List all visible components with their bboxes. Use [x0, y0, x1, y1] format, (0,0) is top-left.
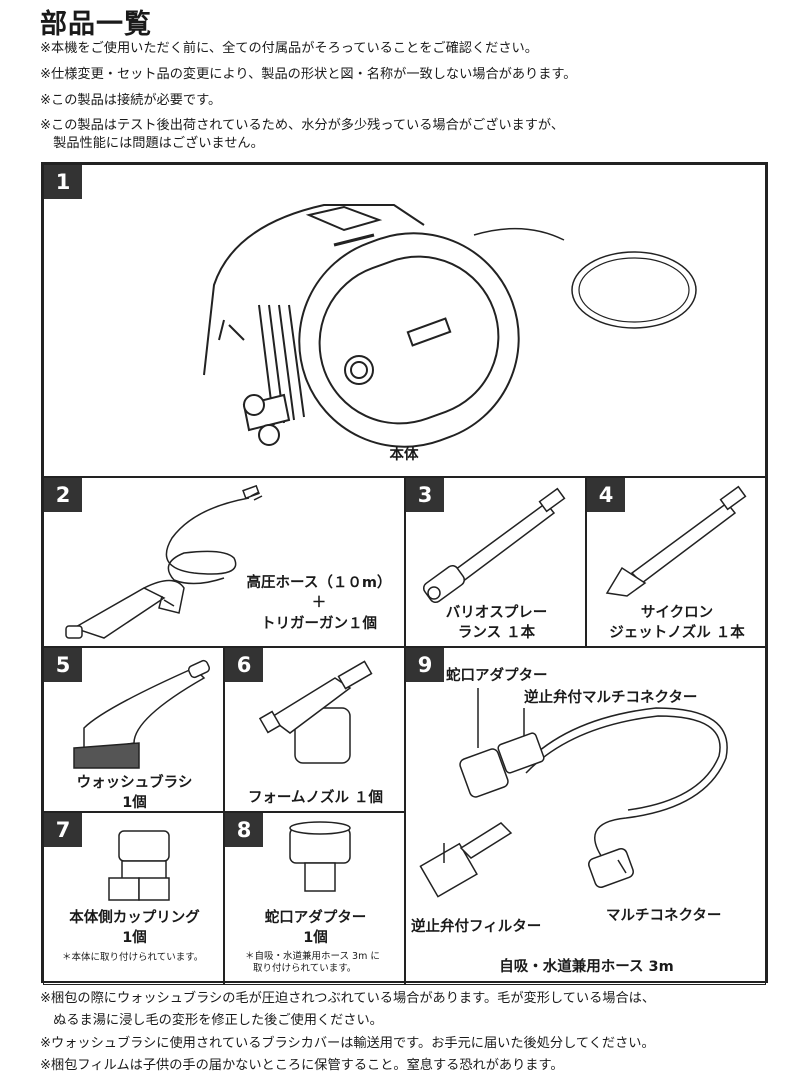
wash-brush-illustration	[73, 659, 211, 769]
foam-nozzle-illustration	[258, 660, 373, 764]
note-4: ※この製品はテスト後出荷されているため、水分が多少残っている場合がございますが、	[40, 118, 565, 133]
part-label-foam: フォームノズル １個	[247, 790, 384, 806]
part-number: 7	[44, 813, 82, 847]
part-cell-hose: 2 高圧ホース（１０m） ＋ トリガーガン１個	[43, 477, 405, 647]
page-title: 部品一覧	[40, 9, 152, 40]
part-number: 6	[225, 648, 263, 682]
part-number: 5	[44, 648, 82, 682]
footnote-3: ※ウォッシュブラシに使用されているブラシカバーは輸送用です。お手元に届いた後処分…	[40, 1036, 655, 1051]
part-label-brush-2: 1個	[122, 795, 147, 811]
part-number: 1	[44, 165, 82, 199]
suction-caption: 自吸・水道兼用ホース 3m	[499, 959, 674, 975]
faucet-adapter-illustration	[289, 821, 351, 892]
part-label-coupling-2: 1個	[122, 930, 147, 946]
part-label-hose-1: 高圧ホース（１０m）	[246, 575, 392, 591]
part-cell-coupling: 7 本体側カップリング 1個 ＊本体に取り付けられています。	[43, 812, 224, 985]
hose-trigger-gun-illustration	[65, 484, 263, 639]
part-cell-faucet: 8 蛇口アダプター 1個 ＊自吸・水道兼用ホース 3m に 取り付けられています…	[224, 812, 405, 985]
part-label-hose-2: ＋	[311, 595, 327, 611]
cyclone-nozzle-illustration	[605, 485, 747, 597]
part-cell-body: 1 本体	[43, 164, 766, 477]
part-number: 8	[225, 813, 263, 847]
part-cell-vario: 3 バリオスプレー ランス １本	[405, 477, 586, 647]
part-cell-suction: 9 蛇口アダプター 逆止弁付マルチコネクター 逆止弁付フィルター マルチコネクタ…	[405, 647, 766, 985]
part-label-cyclone-1: サイクロン	[640, 605, 714, 621]
note-2: ※仕様変更・セット品の変更により、製品の形状と図・名称が一致しない場合があります…	[40, 67, 577, 82]
part-number: 4	[587, 478, 625, 512]
footnote-2: ぬるま湯に浸し毛の変形を修正した後ご使用ください。	[40, 1013, 383, 1028]
faucet-note-2: 取り付けられています。	[253, 963, 357, 974]
coupling-illustration	[108, 830, 170, 901]
vario-lance-illustration	[422, 487, 566, 604]
parts-grid: 1 本体 2	[41, 162, 768, 985]
note-3: ※この製品は接続が必要です。	[40, 93, 222, 108]
part-label-body: 本体	[389, 447, 419, 463]
suction-hose-illustration	[419, 688, 728, 898]
part-cell-cyclone: 4 サイクロン ジェットノズル １本	[586, 477, 766, 647]
part-label-faucet-1: 蛇口アダプター	[264, 910, 367, 926]
footnote-4: ※梱包フィルムは子供の手の届かないところに保管すること。窒息する恐れがあります。	[40, 1058, 564, 1073]
part-label-vario-1: バリオスプレー	[445, 605, 548, 621]
part-label-brush-1: ウォッシュブラシ	[76, 775, 193, 791]
coupling-note: ＊本体に取り付けられています。	[62, 952, 204, 963]
suction-label-multi: マルチコネクター	[606, 908, 722, 924]
suction-label-faucet: 蛇口アダプター	[446, 668, 548, 684]
suction-label-filter: 逆止弁付フィルター	[411, 919, 542, 935]
faucet-note-1: ＊自吸・水道兼用ホース 3m に	[245, 951, 380, 962]
pressure-washer-illustration	[203, 204, 697, 448]
part-number: 2	[44, 478, 82, 512]
note-5: 製品性能には問題はございません。	[40, 136, 264, 151]
part-label-faucet-2: 1個	[303, 930, 328, 946]
part-label-coupling-1: 本体側カップリング	[69, 910, 200, 926]
part-label-vario-2: ランス １本	[457, 625, 536, 641]
part-label-hose-3: トリガーガン１個	[261, 616, 377, 632]
part-cell-brush: 5 ウォッシュブラシ 1個	[43, 647, 224, 812]
part-number: 9	[406, 648, 444, 682]
footnote-1: ※梱包の際にウォッシュブラシの毛が圧迫されつぶれている場合があります。毛が変形し…	[40, 991, 656, 1006]
note-1: ※本機をご使用いただく前に、全ての付属品がそろっていることをご確認ください。	[40, 41, 538, 56]
part-number: 3	[406, 478, 444, 512]
part-cell-foam: 6 フォームノズル １個	[224, 647, 405, 812]
suction-label-check: 逆止弁付マルチコネクター	[524, 690, 698, 706]
part-label-cyclone-2: ジェットノズル １本	[609, 625, 745, 641]
